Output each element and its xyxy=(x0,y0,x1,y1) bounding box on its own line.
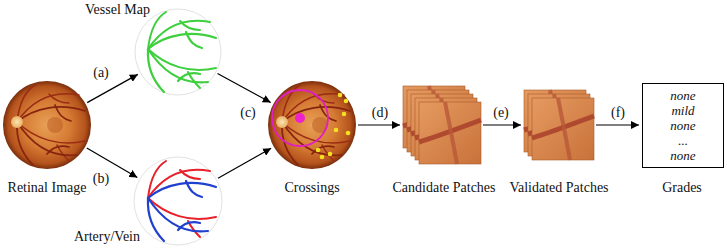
crossings-picture xyxy=(268,81,356,169)
flow-arrow xyxy=(218,148,271,178)
step-letter: (c) xyxy=(239,105,257,120)
step-label: Artery/Vein xyxy=(74,229,140,245)
step-letter: (d) xyxy=(371,105,389,120)
step-letter: (f) xyxy=(610,105,626,120)
step-node: Artery/Vein xyxy=(134,157,222,245)
step-label: Validated Patches xyxy=(509,180,608,196)
step-label: Retinal Image xyxy=(8,180,87,196)
step-node: Retinal Image xyxy=(3,81,91,169)
vessel-map-picture xyxy=(135,9,221,95)
flow-arrow xyxy=(596,124,639,125)
artery-vein-picture xyxy=(134,157,222,245)
grade-value: none xyxy=(649,148,717,163)
step-letter: (b) xyxy=(92,171,110,186)
grade-value: none xyxy=(649,88,717,103)
step-node: Vessel Map xyxy=(135,9,221,95)
flow-arrow xyxy=(358,124,400,125)
step-node: Candidate Patches xyxy=(403,86,481,164)
flow-arrow xyxy=(483,124,521,125)
step-label: Crossings xyxy=(284,180,339,196)
step-letter: (e) xyxy=(492,105,510,120)
step-label: Grades xyxy=(662,180,702,196)
step-node: Validated Patches xyxy=(524,90,594,160)
candidate-patch-stack xyxy=(403,86,481,164)
grades-box: nonemildnone...noneGrades xyxy=(642,83,724,168)
flow-arrow xyxy=(218,74,271,103)
step-label: Vessel Map xyxy=(85,2,150,18)
grade-value: mild xyxy=(649,103,717,118)
grade-value: none xyxy=(649,118,717,133)
step-label: Candidate Patches xyxy=(392,180,495,196)
step-letter: (a) xyxy=(92,65,110,80)
retina-photo xyxy=(3,81,91,169)
grade-value: ... xyxy=(649,133,717,148)
step-node: Crossings xyxy=(268,81,356,169)
validated-patch-stack xyxy=(524,90,594,160)
